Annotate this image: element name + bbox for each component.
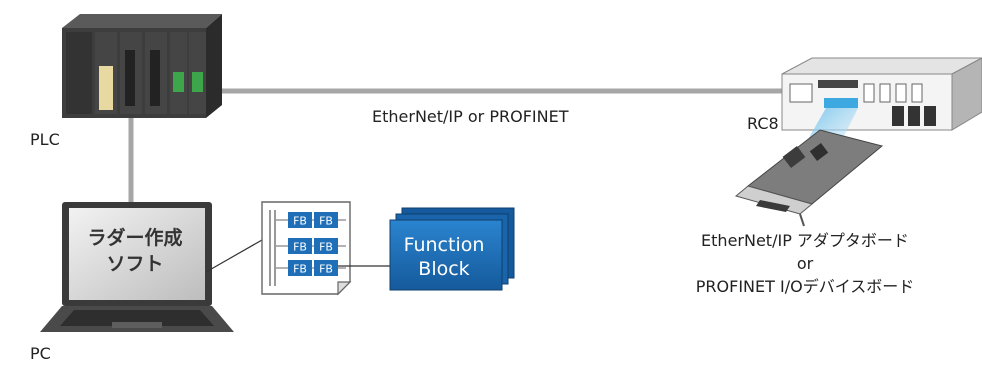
function-block-stack — [389, 207, 515, 291]
rc8-label: RC8 — [747, 114, 779, 133]
pc-screen-line-2: ソフト — [106, 253, 164, 275]
pc-screen-line-1: ラダー作成 — [87, 227, 183, 249]
expansion-board — [734, 129, 884, 227]
plc-label: PLC — [30, 130, 60, 149]
fb-label: FB — [319, 263, 333, 276]
rc8-controller — [781, 57, 982, 131]
software-link-line — [205, 239, 263, 273]
fb-label: FB — [293, 263, 307, 276]
board-caption-line-1: EtherNet/IP アダプタボード — [701, 231, 909, 250]
board-caption: EtherNet/IP アダプタボード or PROFINET I/Oデバイスボ… — [640, 229, 970, 298]
function-block-line-1: Function — [403, 234, 485, 256]
function-block-text: Function Block — [392, 233, 496, 281]
board-caption-line-3: PROFINET I/Oデバイスボード — [695, 277, 915, 296]
ladder-document: FB FB FB FB FB FB — [261, 201, 352, 296]
fb-label: FB — [293, 241, 307, 254]
pc-label: PC — [30, 344, 51, 363]
ladder-rung-3 — [275, 260, 346, 276]
pc-screen-text: ラダー作成 ソフト — [76, 225, 194, 277]
ladder-rung-1 — [275, 212, 346, 228]
network-label: EtherNet/IP or PROFINET — [372, 107, 569, 126]
pc-laptop — [40, 202, 234, 332]
ladder-rung-2 — [275, 238, 346, 254]
board-caption-line-2: or — [796, 254, 814, 273]
network-cables — [128, 88, 800, 206]
function-block-line-2: Block — [418, 258, 470, 280]
fb-label: FB — [319, 215, 333, 228]
plc-device — [62, 14, 222, 118]
fb-label: FB — [293, 215, 307, 228]
fb-label: FB — [319, 241, 333, 254]
